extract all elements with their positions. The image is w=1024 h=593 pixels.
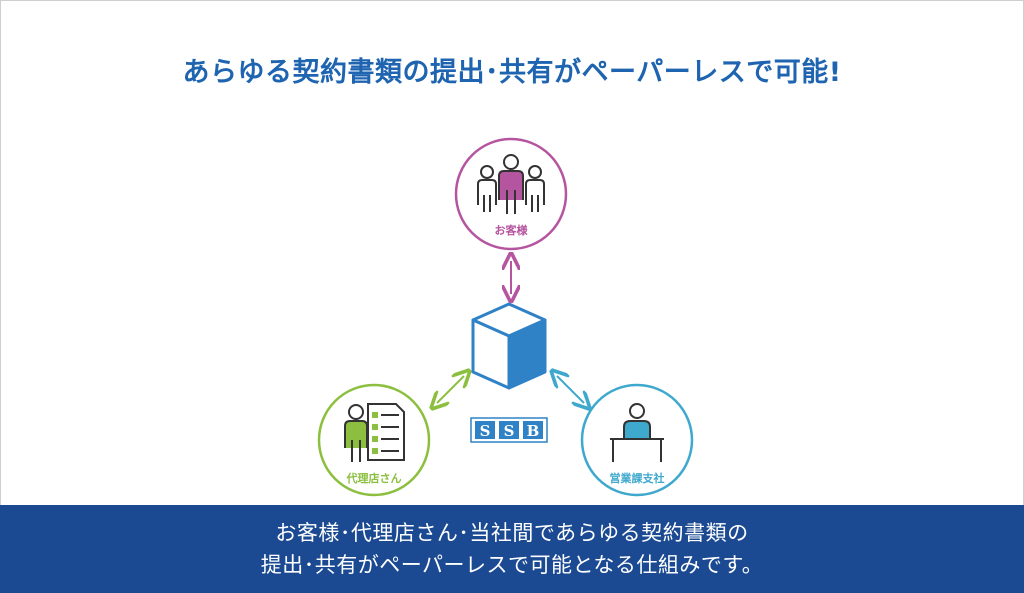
banner-line-1: お客様･代理店さん･当社間であらゆる契約書類の (275, 521, 749, 545)
agent-document-icon (344, 403, 405, 462)
agency-node: 代理店さん (317, 383, 431, 497)
customer-node: お客様 (454, 137, 568, 251)
agency-arrow (437, 376, 464, 403)
bottom-banner: お客様･代理店さん･当社間であらゆる契約書類の 提出･共有がペーパーレスで可能と… (0, 505, 1024, 593)
page-title: あらゆる契約書類の提出･共有がペーパーレスで可能! (182, 57, 842, 88)
office-desk-icon (610, 403, 664, 462)
customer-label: お客様 (495, 223, 529, 237)
logo-letter-3: B (527, 422, 540, 440)
logo-letter-2: S (504, 422, 515, 440)
sales-node: 営業課支社 (580, 383, 694, 497)
ssb-logo: S S B (470, 417, 548, 443)
agency-label: 代理店さん (346, 471, 402, 485)
banner-line-2: 提出･共有がペーパーレスで可能となる仕組みです。 (260, 553, 764, 577)
cube-icon (471, 302, 547, 390)
logo-letter-1: S (480, 422, 491, 440)
customer-group-icon (477, 154, 545, 214)
sales-label: 営業課支社 (610, 471, 665, 485)
sales-arrow (557, 376, 584, 403)
